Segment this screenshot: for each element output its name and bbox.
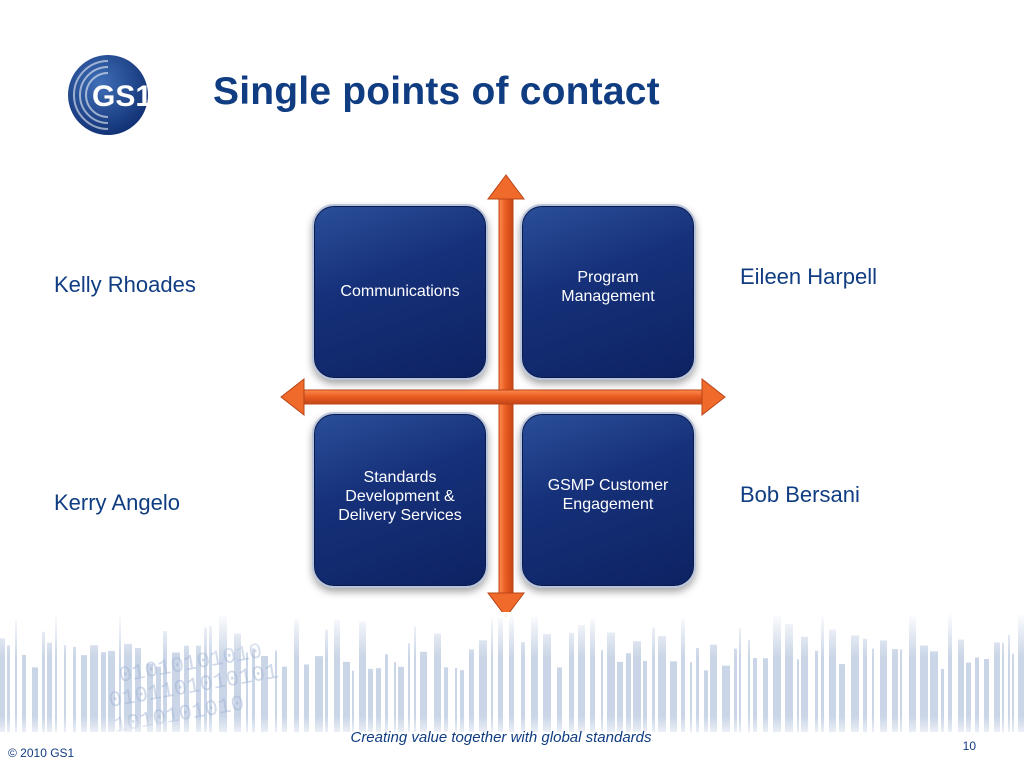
copyright-text: © 2010 GS1 <box>8 746 75 760</box>
quadrant-label: Program Management <box>561 269 655 305</box>
quadrant-communications: Communications <box>312 204 488 380</box>
vertical-arrow <box>487 174 525 618</box>
quadrant-label: GSMP Customer Engagement <box>547 477 669 513</box>
horizontal-arrow <box>280 377 726 417</box>
contact-name-bottom-right: Bob Bersani <box>740 482 860 507</box>
logo-text: GS1 <box>92 80 152 113</box>
quadrant-label: Communications <box>340 282 460 300</box>
quadrant-program-management: Program Management <box>520 204 696 380</box>
page-title: Single points of contact <box>213 70 660 113</box>
contact-name-top-left: Kelly Rhoades <box>54 272 196 297</box>
quadrant-label: Standards Development & Delivery Service… <box>338 468 462 524</box>
gs1-logo: GS1 <box>68 55 152 135</box>
contact-name-bottom-left: Kerry Angelo <box>54 490 180 515</box>
page-number: 10 <box>962 739 976 753</box>
footer-tagline: Creating value together with global stan… <box>350 729 652 746</box>
quadrant-standards-development: Standards Development & Delivery Service… <box>312 412 488 588</box>
quadrant-gsmp-customer-engagement: GSMP Customer Engagement <box>520 412 696 588</box>
barcode-banner: 01010101010 0101101010101 1010101010 <box>0 612 1024 742</box>
contact-name-top-right: Eileen Harpell <box>740 264 877 289</box>
